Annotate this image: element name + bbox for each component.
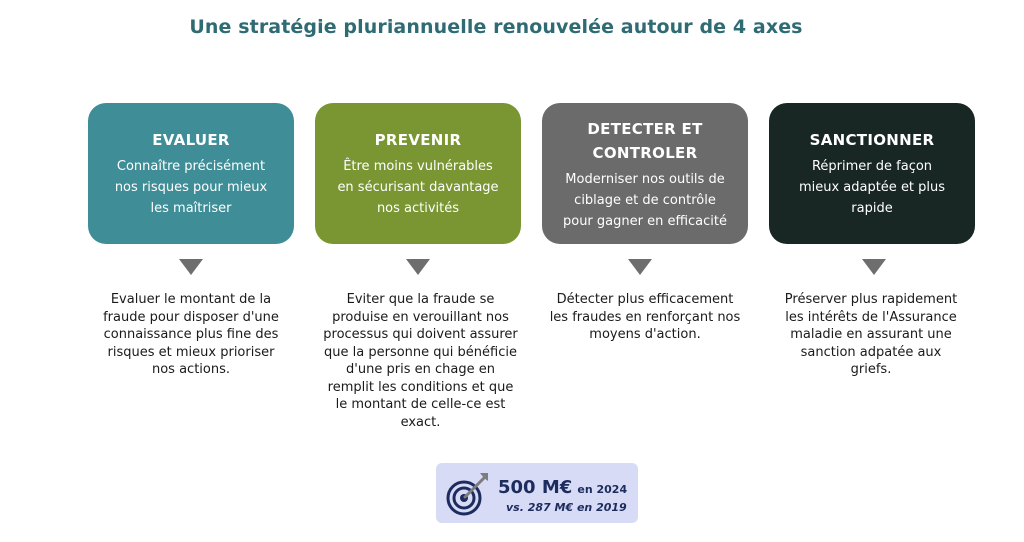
axis-description-line: les maîtriser <box>150 201 232 216</box>
detail-line: produise en verouillant nos <box>332 309 509 325</box>
axis-detail-prevenir: Eviter que la fraude se produise en vero… <box>318 291 523 431</box>
axis-description-line: en sécurisant davantage <box>337 180 499 195</box>
axis-detail-evaluer: Evaluer le montant de la fraude pour dis… <box>91 291 291 379</box>
axis-description-line: rapide <box>851 201 893 216</box>
detail-line: Evaluer le montant de la <box>110 292 272 307</box>
detail-line: que la personne qui bénéficie <box>324 344 517 360</box>
axis-description: Réprimer de façon mieux adaptée et plus … <box>779 156 965 219</box>
result-amount-value: 500 M€ <box>498 477 573 498</box>
result-amount: 500 M€ en 2024 <box>498 477 627 498</box>
detail-line: Préserver plus rapidement <box>784 292 958 307</box>
down-arrow-icon <box>862 259 886 275</box>
down-arrow-icon <box>406 259 430 275</box>
down-arrow-icon <box>628 259 652 275</box>
axis-description-line: Être moins vulnérables <box>343 159 493 174</box>
axis-description-line: Moderniser nos outils de <box>565 172 725 187</box>
axis-detail-detecter-controler: Détecter plus efficacement les fraudes e… <box>542 291 748 344</box>
axis-description-line: Connaître précisément <box>116 159 266 174</box>
detail-line: les intérêts de l'Assurance <box>785 309 957 325</box>
detail-line: nos actions. <box>151 362 231 377</box>
axis-title: SANCTIONNER <box>809 131 935 149</box>
detail-line: moyens d'action. <box>589 327 701 342</box>
result-comparison: vs. 287 M€ en 2019 <box>506 501 627 514</box>
axis-description-line: pour gagner en efficacité <box>562 214 727 229</box>
axis-title-line: DETECTER ET <box>587 120 703 138</box>
result-year-label: en 2024 <box>577 483 628 496</box>
detail-line: processus qui doivent assurer <box>323 327 518 342</box>
detail-line: risques et mieux prioriser <box>107 344 275 360</box>
detail-line: Détecter plus efficacement <box>556 292 734 307</box>
axis-description-line: mieux adaptée et plus <box>798 180 946 195</box>
axis-description-line: nos risques pour mieux <box>114 180 268 195</box>
detail-line: remplit les conditions et que <box>327 379 514 395</box>
axis-description: Être moins vulnérables en sécurisant dav… <box>325 156 511 219</box>
axis-description-line: Réprimer de façon <box>811 159 933 174</box>
detail-line: sanction adpatée aux <box>800 344 942 360</box>
axis-description-line: nos activités <box>376 201 460 216</box>
target-with-arrow-icon <box>446 473 488 516</box>
axis-card-evaluer: EVALUER Connaître précisément nos risque… <box>88 103 294 244</box>
detail-line: maladie en assurant une <box>790 327 952 342</box>
detail-line: fraude pour disposer d'une <box>103 309 279 325</box>
detail-line: Eviter que la fraude se <box>346 292 495 307</box>
detail-line: connaissance plus fine des <box>103 327 279 342</box>
down-arrow-icon <box>179 259 203 275</box>
axis-description-line: ciblage et de contrôle <box>574 193 716 208</box>
axis-description: Moderniser nos outils de ciblage et de c… <box>552 169 738 232</box>
axis-title: DETECTER ET CONTROLER <box>552 117 738 165</box>
axis-title-line: CONTROLER <box>592 144 698 162</box>
axis-card-prevenir: PREVENIR Être moins vulnérables en sécur… <box>315 103 521 244</box>
axis-title: EVALUER <box>152 131 230 149</box>
axis-description: Connaître précisément nos risques pour m… <box>98 156 284 219</box>
axis-title: PREVENIR <box>374 131 462 149</box>
detail-line: griefs. <box>850 362 892 377</box>
page-title: Une stratégie pluriannuelle renouvelée a… <box>189 16 803 38</box>
detail-line: exact. <box>400 414 441 430</box>
detail-line: les fraudes en renforçant nos <box>549 309 741 325</box>
detail-line: le montant de celle-ce est <box>335 397 506 412</box>
result-badge: 500 M€ en 2024 vs. 287 M€ en 2019 <box>436 463 638 523</box>
axis-detail-sanctionner: Préserver plus rapidement les intérêts d… <box>771 291 971 379</box>
axis-card-detecter-controler: DETECTER ET CONTROLER Moderniser nos out… <box>542 103 748 244</box>
axis-card-sanctionner: SANCTIONNER Réprimer de façon mieux adap… <box>769 103 975 244</box>
detail-line: d'une pris en chage en <box>346 362 495 377</box>
